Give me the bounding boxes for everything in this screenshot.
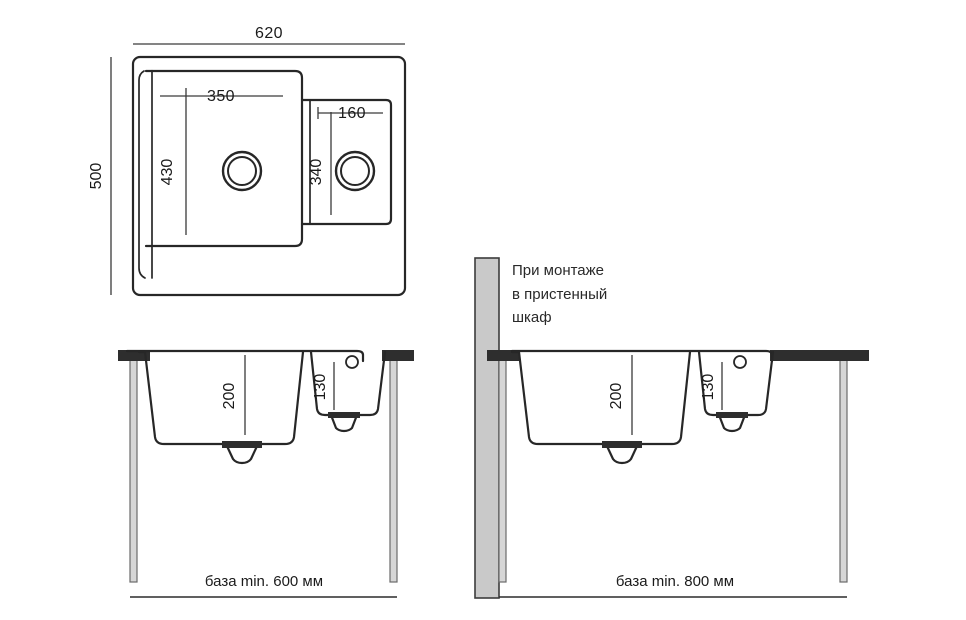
wall-panel [474, 257, 500, 599]
countertop-right-slab-right-view [770, 350, 869, 361]
cabinet-left-panel-right-view [498, 357, 507, 583]
dim-label-620: 620 [255, 25, 283, 42]
cabinet-right-panel [389, 357, 398, 583]
dim-label-350: 350 [207, 88, 235, 105]
countertop-right-slab [382, 350, 414, 361]
small-drain-outer-ring [334, 150, 376, 192]
main-drain-section-left [225, 443, 259, 465]
dim-label-160: 160 [338, 105, 366, 122]
countertop-left-slab-right-view [487, 350, 519, 361]
dim-label-130-right: 130 [700, 374, 717, 401]
dim-label-430: 430 [159, 159, 176, 186]
sink-rim-line-left-view [125, 349, 365, 363]
section-right-group: При монтаже в пристенный шкаф 200 130 ба… [474, 257, 869, 599]
small-bowl-outline [300, 98, 393, 226]
small-drain-section-right [717, 414, 747, 433]
install-note-line-3: шкаф [512, 309, 552, 326]
small-drain-cap-left [328, 412, 360, 418]
sink-body-outline [131, 55, 407, 297]
small-drain-section-left [329, 414, 359, 433]
main-bowl-section-right [510, 350, 692, 446]
faucet-hole-right-view [733, 355, 747, 369]
cabinet-left-panel [129, 357, 138, 583]
top-view-group: 620 500 350 430 160 340 [88, 25, 407, 297]
base-label-right: база min. 800 мм [616, 573, 734, 590]
main-drain-section-right [605, 443, 639, 465]
cabinet-right-panel-right-view [839, 357, 848, 583]
main-drain-cap-left [222, 441, 262, 448]
dim-label-200-left: 200 [221, 383, 238, 410]
small-drain-inner-ring [340, 156, 370, 186]
base-label-left: база min. 600 мм [205, 573, 323, 590]
dim-label-200-right: 200 [608, 383, 625, 410]
main-drain-cap-right [602, 441, 642, 448]
main-bowl-section-left [137, 350, 305, 446]
small-drain-cap-right [716, 412, 748, 418]
section-left-group: 200 130 база min. 600 мм [118, 349, 414, 598]
main-drain-inner-ring [227, 156, 257, 186]
dim-label-500: 500 [88, 163, 105, 190]
sink-rim-line-right-view [510, 349, 774, 363]
countertop-left-slab [118, 350, 150, 361]
drainer-channel-outer [138, 70, 146, 279]
main-drain-outer-ring [221, 150, 263, 192]
main-bowl-outline [150, 69, 304, 248]
dim-label-130-left: 130 [312, 374, 329, 401]
dim-label-340: 340 [308, 159, 325, 186]
install-note-line-2: в пристенный [512, 286, 607, 303]
install-note-line-1: При монтаже [512, 262, 604, 279]
faucet-hole-left-view [345, 355, 359, 369]
